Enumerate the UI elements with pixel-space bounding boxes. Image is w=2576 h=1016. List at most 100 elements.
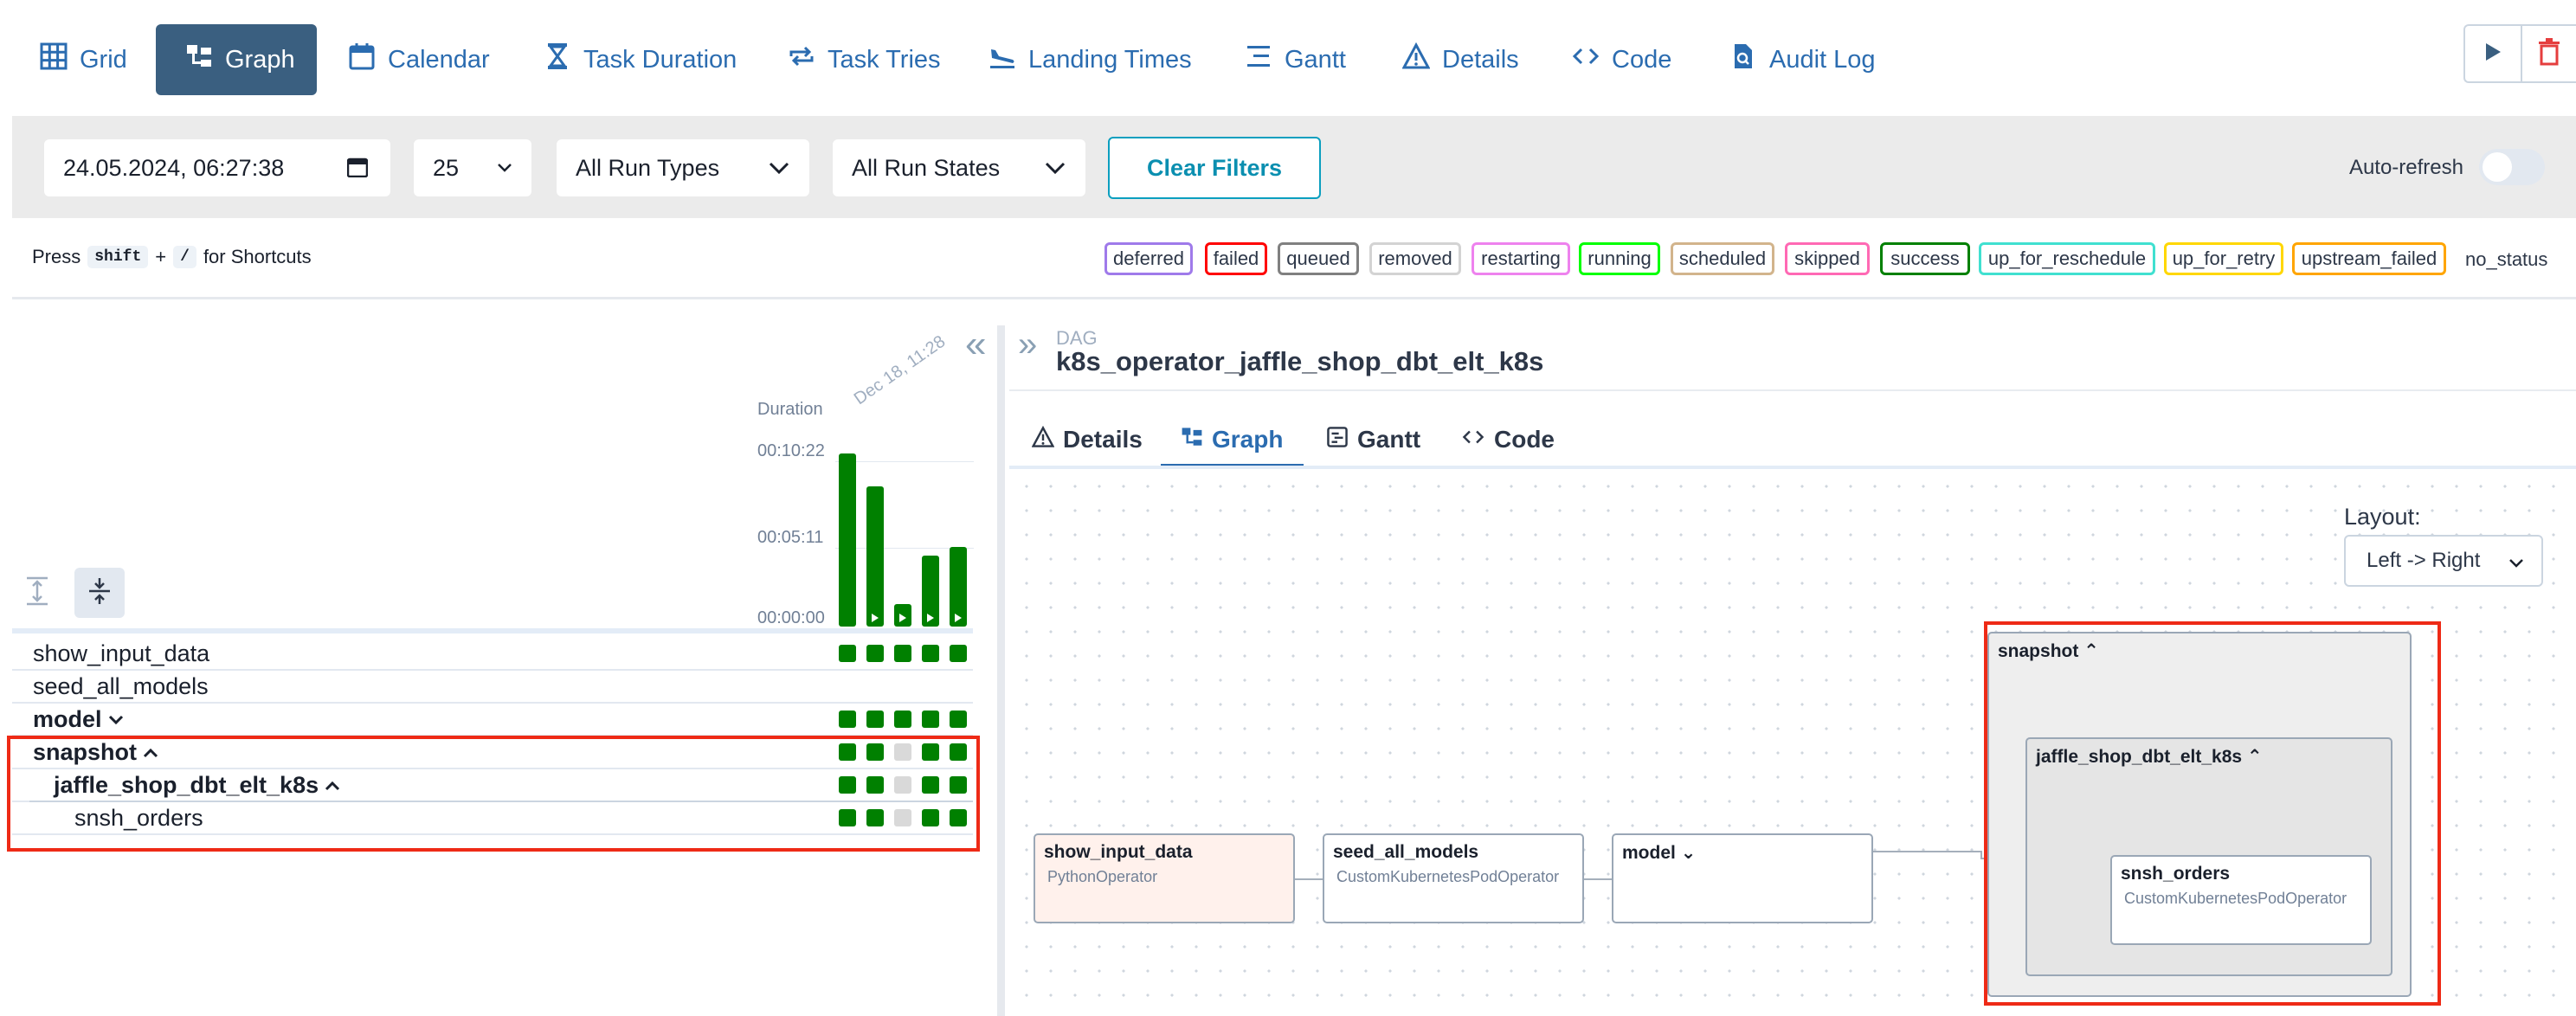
warning-triangle-icon [1031,425,1055,454]
node-snsh-orders[interactable]: snsh_orders CustomKubernetesPodOperator [2110,855,2372,945]
nav-code[interactable]: Code [1572,24,1671,95]
trigger-dag-button[interactable] [2465,26,2521,81]
legend-failed[interactable]: failed [1205,242,1267,275]
task-instance-square[interactable] [839,776,856,794]
task-instance-square[interactable] [922,776,939,794]
task-instance-square[interactable] [894,743,911,761]
chevron-up-icon[interactable] [324,772,341,799]
task-row[interactable]: jaffle_shop_dbt_elt_k8s [12,768,973,801]
task-instance-square[interactable] [866,809,884,826]
auto-refresh-toggle[interactable] [2479,149,2545,185]
nav-calendar[interactable]: Calendar [348,24,490,95]
expand-vertical-icon [25,576,49,610]
task-instance-square[interactable] [894,776,911,794]
legend-scheduled[interactable]: scheduled [1671,242,1774,275]
dag-actions [2463,24,2576,83]
nav-audit-log[interactable]: Audit Log [1729,24,1876,95]
tab-graph-label: Graph [1212,426,1284,453]
chevron-up-icon[interactable] [142,739,159,766]
legend-no-status[interactable]: no_status [2465,248,2548,270]
legend-up-for-retry[interactable]: up_for_retry [2164,242,2283,275]
task-instance-square[interactable] [950,809,967,826]
node-seed-all-models[interactable]: seed_all_models CustomKubernetesPodOpera… [1323,833,1584,923]
nav-audit-log-label: Audit Log [1769,45,1876,74]
nav-task-duration[interactable]: Task Duration [544,24,737,95]
duration-bar[interactable] [922,556,939,627]
task-instance-square[interactable] [866,743,884,761]
task-row[interactable]: snsh_orders [12,801,973,834]
task-instance-square[interactable] [866,645,884,662]
chevron-down-icon[interactable]: ⌄ [1680,843,1697,863]
task-instance-square[interactable] [950,776,967,794]
run-states-select[interactable]: All Run States [833,139,1085,196]
chevron-up-icon[interactable]: ⌃ [2083,641,2099,661]
tab-details[interactable]: Details [1031,414,1143,466]
chevron-up-icon[interactable]: ⌃ [2246,747,2263,767]
expand-all-button[interactable] [12,568,62,618]
task-instance-square[interactable] [950,711,967,728]
play-icon [955,614,962,622]
task-instance-square[interactable] [922,743,939,761]
legend-deferred[interactable]: deferred [1104,242,1193,275]
task-row[interactable]: seed_all_models [12,670,973,703]
legend-skipped[interactable]: skipped [1785,242,1870,275]
task-instance-square[interactable] [950,743,967,761]
task-instance-square[interactable] [894,645,911,662]
legend-queued[interactable]: queued [1278,242,1359,275]
edge [1295,878,1324,880]
chevron-down-icon[interactable] [107,706,125,733]
nav-graph[interactable]: Graph [156,24,317,95]
nav-landing-times[interactable]: Landing Times [989,24,1192,95]
tab-gantt[interactable]: Gantt [1326,414,1420,466]
node-model-group[interactable]: model ⌄ [1612,833,1873,923]
layout-select[interactable]: Left -> Right [2344,535,2543,587]
duration-label: Duration [757,400,823,419]
nav-details[interactable]: Details [1401,24,1519,95]
tab-code[interactable]: Code [1461,414,1555,466]
delete-dag-button[interactable] [2520,26,2576,81]
task-instance-square[interactable] [950,645,967,662]
node-name-text: model [1622,843,1676,863]
collapse-all-button[interactable] [74,568,125,618]
duration-bar[interactable] [894,604,911,627]
task-instance-square[interactable] [839,809,856,826]
task-row[interactable]: show_input_data [12,637,973,670]
legend-restarting[interactable]: restarting [1472,242,1570,275]
task-instance-square[interactable] [894,711,911,728]
task-instance-square[interactable] [894,809,911,826]
task-instance-square[interactable] [922,711,939,728]
duration-bar[interactable] [839,453,856,627]
nav-gantt[interactable]: Gantt [1245,24,1346,95]
tab-graph[interactable]: Graph [1181,414,1283,466]
legend-removed[interactable]: removed [1369,242,1461,275]
run-types-select[interactable]: All Run Types [557,139,809,196]
panel-resizer[interactable] [997,325,1005,1016]
node-show-input-data[interactable]: show_input_data PythonOperator [1034,833,1295,923]
row-divider [12,669,973,671]
duration-bar[interactable] [950,547,967,627]
legend-up-for-reschedule[interactable]: up_for_reschedule [1979,242,2155,275]
base-date-input[interactable]: 24.05.2024, 06:27:38 [44,139,390,196]
legend-success[interactable]: success [1880,242,1970,275]
task-instance-square[interactable] [866,776,884,794]
task-row[interactable]: model [12,703,973,736]
collapse-grid-icon[interactable]: « [965,323,987,365]
task-instance-square[interactable] [839,743,856,761]
expand-details-icon[interactable]: » [1018,325,1038,363]
nav-grid[interactable]: Grid [40,24,127,95]
task-instance-square[interactable] [839,645,856,662]
calendar-picker-icon[interactable] [346,157,369,183]
divider [1009,466,2576,469]
task-label: jaffle_shop_dbt_elt_k8s [54,771,319,798]
legend-upstream-failed[interactable]: upstream_failed [2292,242,2446,275]
legend-running[interactable]: running [1579,242,1660,275]
task-instance-square[interactable] [922,809,939,826]
clear-filters-button[interactable]: Clear Filters [1108,137,1321,199]
task-instance-square[interactable] [922,645,939,662]
num-runs-select[interactable]: 25 [414,139,531,196]
task-instance-square[interactable] [839,711,856,728]
task-row[interactable]: snapshot [12,736,973,768]
duration-bar[interactable] [866,486,884,627]
nav-task-tries[interactable]: Task Tries [788,24,941,95]
task-instance-square[interactable] [866,711,884,728]
